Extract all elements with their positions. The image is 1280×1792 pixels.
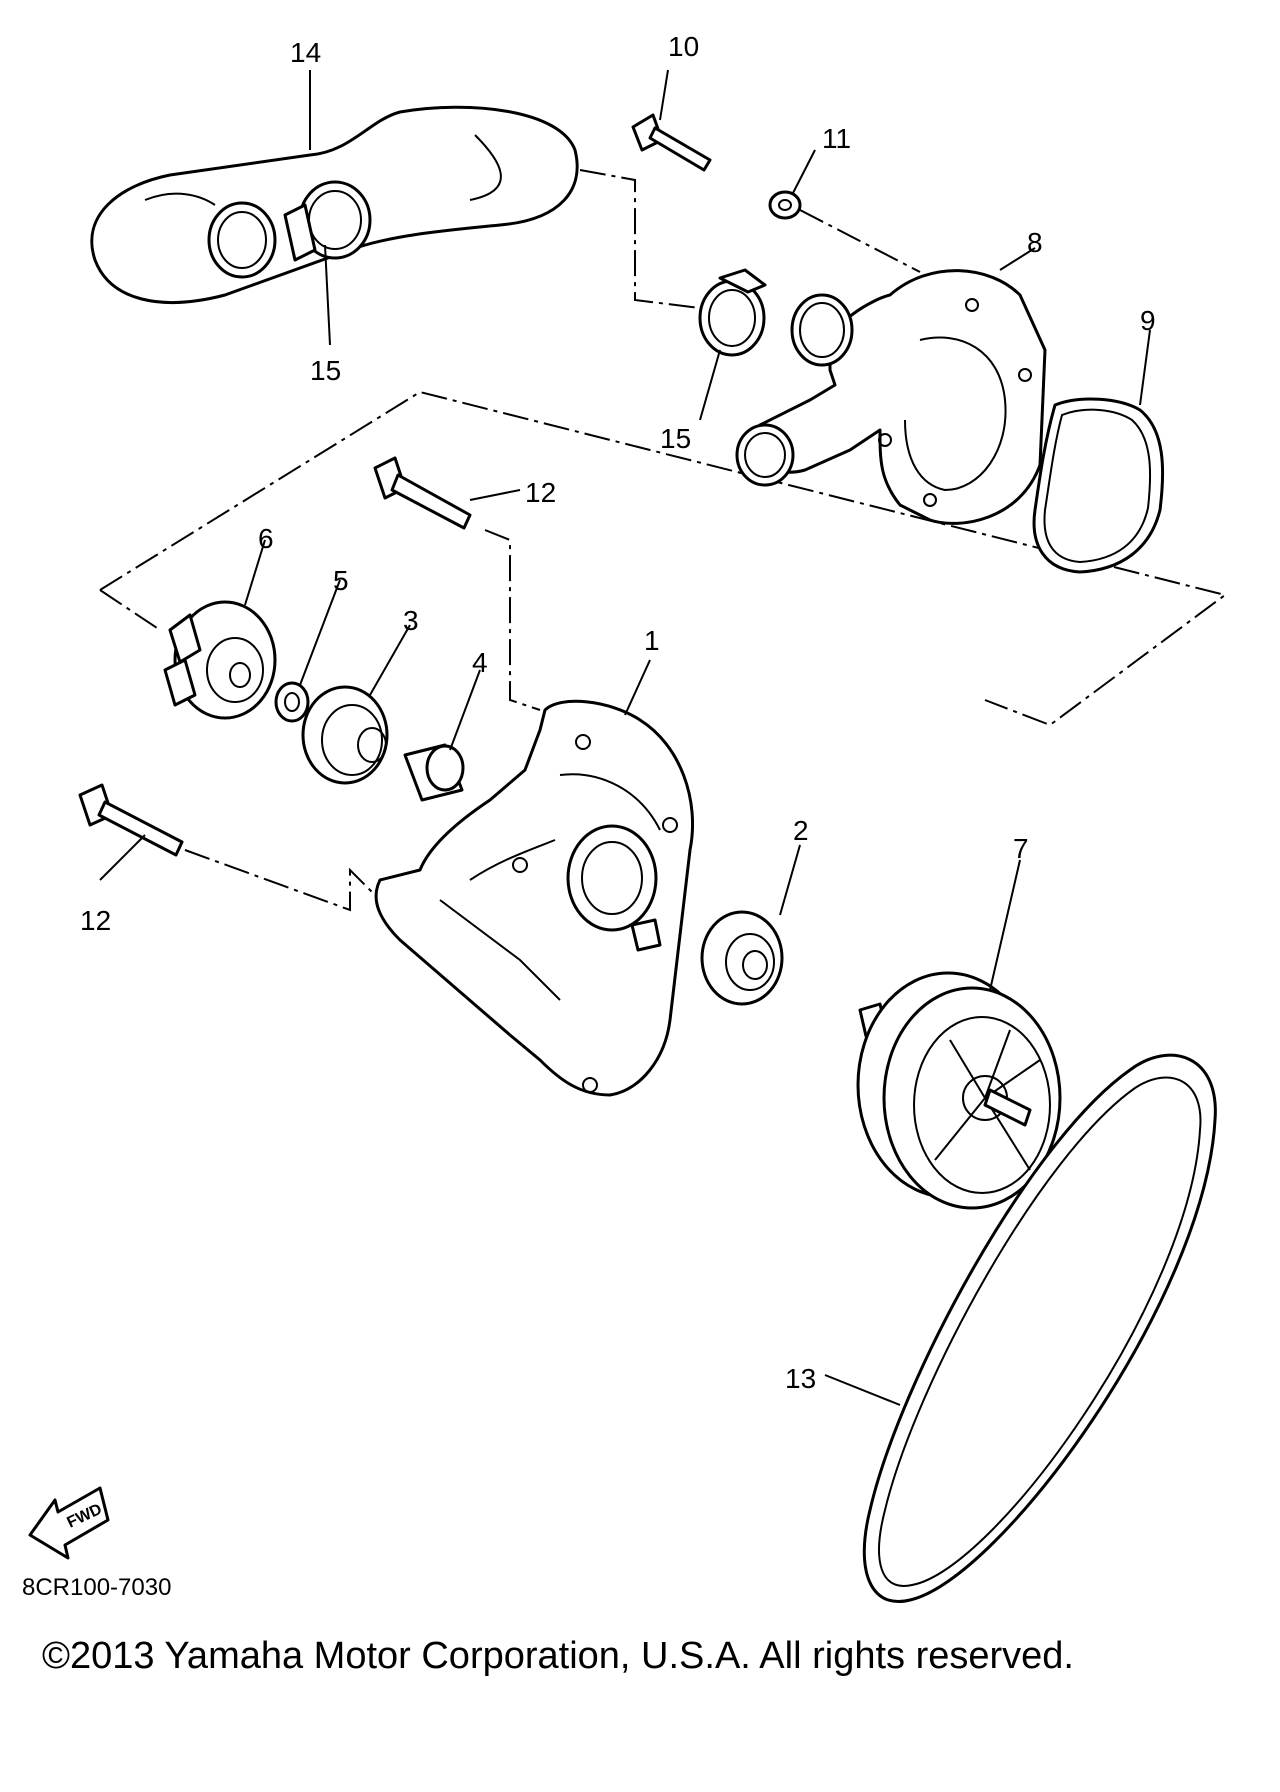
- callout-7: 7: [1013, 833, 1029, 864]
- assembly-outline: [99, 169, 1228, 1041]
- callout-10: 10: [668, 31, 699, 62]
- callout-6: 6: [258, 523, 274, 554]
- part-7-pulley: [856, 971, 1062, 1210]
- part-13-drive-belt: [862, 1053, 1217, 1603]
- callout-13: 13: [785, 1363, 816, 1394]
- part-10-bolt: [631, 113, 712, 172]
- callout-3: 3: [403, 605, 419, 636]
- callout-4: 4: [472, 647, 488, 678]
- part-11-washer: [768, 190, 802, 220]
- part-9-gasket: [1032, 397, 1165, 574]
- callout-2: 2: [793, 815, 809, 846]
- callout-15-upper: 15: [310, 355, 341, 386]
- callout-11: 11: [822, 123, 851, 154]
- part-6-impeller: [163, 600, 277, 720]
- callout-labels: 14 15 10 11 8 9 15 12 6 5 3 4 1 12 2 7 1…: [80, 31, 1156, 1394]
- callout-9: 9: [1140, 305, 1156, 336]
- part-1-pump-housing: [374, 699, 695, 1097]
- part-12-bolt-lower: [78, 783, 184, 857]
- part-3-mechanical-seal: [301, 685, 389, 785]
- diagram-code: 8CR100-7030: [22, 1574, 171, 1601]
- callout-12-lower: 12: [80, 905, 111, 936]
- callout-8: 8: [1027, 227, 1043, 258]
- callout-14: 14: [290, 37, 321, 68]
- callout-12-upper: 12: [525, 477, 556, 508]
- callout-1: 1: [644, 625, 660, 656]
- part-12-bolt-upper: [373, 456, 472, 530]
- leader-lines: [99, 69, 1151, 1406]
- callout-5: 5: [333, 565, 349, 596]
- fwd-arrow-icon: FWD: [28, 1486, 110, 1560]
- part-2-bearing: [700, 910, 784, 1006]
- part-15-hose-clamp-upper: [283, 180, 372, 262]
- part-4-collar: [403, 743, 465, 802]
- part-15-hose-clamp-lower: [698, 268, 767, 357]
- part-5-washer: [274, 681, 310, 723]
- part-8-pump-housing-cover: [735, 269, 1047, 525]
- copyright-notice: ©2013 Yamaha Motor Corporation, U.S.A. A…: [42, 1635, 1074, 1677]
- callout-15-lower: 15: [660, 423, 691, 454]
